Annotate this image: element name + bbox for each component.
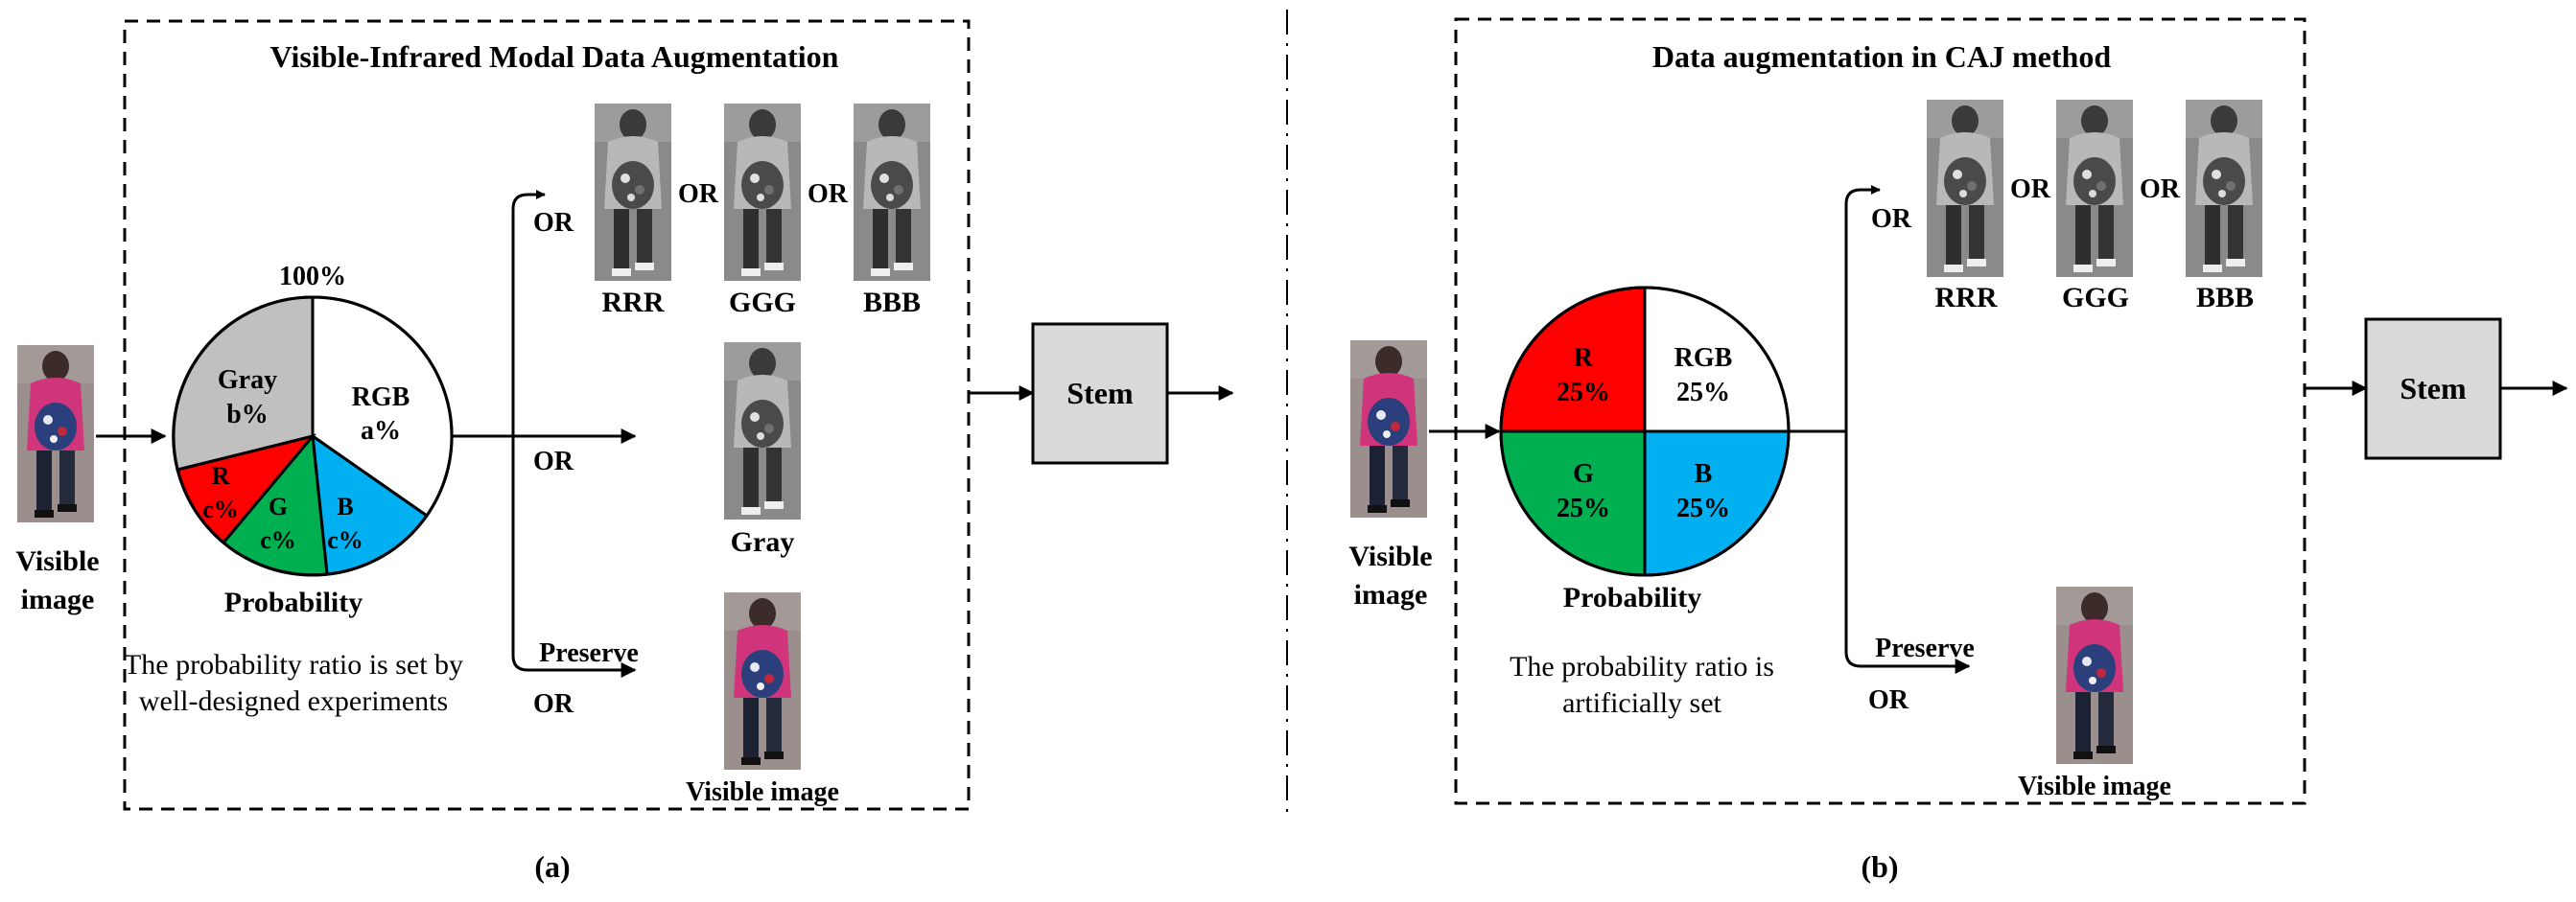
panel-a-frame [123, 19, 971, 811]
branch-b-upper-arrow [1844, 185, 1881, 431]
photo-b-ggg [2056, 100, 2133, 277]
or-b-upper: OR [1871, 204, 1912, 234]
label-a-bbb: BBB [863, 287, 921, 318]
probability-label-a: Probability [224, 587, 363, 618]
pie-a-g-value: c% [260, 526, 296, 554]
probability-label-b: Probability [1563, 582, 1701, 613]
stem-b-box [2364, 317, 2502, 460]
preserve-a: Preserve [539, 638, 639, 668]
photo-a-rrr [595, 104, 671, 281]
or-a-lower: OR [533, 689, 574, 719]
pie-a: RGB a% Gray b% R c% G c% B c% [172, 295, 454, 577]
label-b-bbb: BBB [2196, 282, 2254, 313]
panel-b-frame [1454, 17, 2307, 805]
pie-a-rgb-value: a% [361, 416, 401, 446]
pie-a-r-value: c% [202, 496, 239, 523]
or-b-lower: OR [1868, 685, 1909, 715]
stem-b-label: Stem [2400, 371, 2467, 405]
label-b-visible-image: Visible image [2018, 772, 2171, 801]
pie-a-b-name: B [337, 493, 353, 520]
branch-a-lower-arrow [511, 436, 637, 678]
pie-b-b-value: 25% [1676, 494, 1730, 523]
label-a-visible-image: Visible image [686, 777, 839, 807]
photo-b-bbb [2186, 100, 2262, 277]
input-photo-b [1350, 340, 1427, 518]
pie-a-top-label: 100% [279, 262, 346, 291]
photo-a-ggg [724, 104, 801, 281]
photo-a-visible [724, 592, 801, 770]
or-a-middle: OR [533, 447, 574, 476]
or-a-between-1: OR [678, 179, 719, 209]
label-a-ggg: GGG [729, 287, 796, 318]
note-b-line1: The probability ratio is [1510, 651, 1774, 682]
photo-b-visible [2056, 587, 2133, 764]
label-a-gray: Gray [731, 526, 795, 558]
branch-a-upper-arrow [511, 190, 546, 436]
caption-a: (a) [534, 849, 570, 884]
or-a-between-2: OR [808, 179, 849, 209]
pie-b-g-name: G [1573, 459, 1594, 489]
caption-b: (b) [1861, 849, 1898, 884]
photo-b-rrr [1927, 100, 2003, 277]
pie-a-g-name: G [269, 493, 288, 520]
or-b-between-1: OR [2010, 174, 2051, 204]
stem-a-label: Stem [1066, 376, 1134, 410]
pie-b-rgb-name: RGB [1674, 343, 1733, 373]
panel-b: Data augmentation in CAJ method Visible … [1348, 17, 2568, 884]
pie-b-b-name: B [1695, 459, 1713, 489]
pie-b-g-value: 25% [1557, 494, 1610, 523]
panel-a: Visible-Infrared Modal Data Augmentation… [15, 19, 1234, 884]
photo-a-bbb [854, 104, 930, 281]
input-label-a-line2: image [21, 584, 95, 615]
label-a-rrr: RRR [602, 287, 665, 318]
or-a-upper: OR [533, 208, 574, 238]
preserve-b: Preserve [1875, 634, 1975, 663]
note-a-line2: well-designed experiments [139, 685, 448, 717]
input-label-b-line2: image [1354, 579, 1428, 611]
pie-b-rgb-value: 25% [1676, 378, 1730, 407]
pie-a-gray-name: Gray [218, 365, 277, 395]
pie-b: R 25% RGB 25% G 25% B 25% [1499, 286, 1791, 577]
input-label-b-line1: Visible [1348, 541, 1432, 572]
note-a-line1: The probability ratio is set by [124, 649, 463, 681]
label-b-rrr: RRR [1935, 282, 1998, 313]
panel-b-title: Data augmentation in CAJ method [1652, 39, 2111, 74]
input-photo-a [17, 345, 94, 522]
panel-a-title: Visible-Infrared Modal Data Augmentation [270, 39, 839, 74]
pie-b-r-name: R [1574, 343, 1594, 373]
pie-a-rgb-name: RGB [352, 382, 410, 412]
note-b-line2: artificially set [1562, 687, 1721, 719]
pie-a-b-value: c% [327, 526, 363, 554]
pie-b-r-value: 25% [1557, 378, 1610, 407]
or-b-between-2: OR [2140, 174, 2181, 204]
label-b-ggg: GGG [2062, 282, 2129, 313]
branch-b-lower-arrow [1844, 431, 1971, 674]
pie-a-r-name: R [212, 462, 230, 490]
photo-a-gray [724, 342, 801, 520]
pie-a-gray-value: b% [226, 400, 269, 429]
input-label-a-line1: Visible [15, 545, 99, 577]
